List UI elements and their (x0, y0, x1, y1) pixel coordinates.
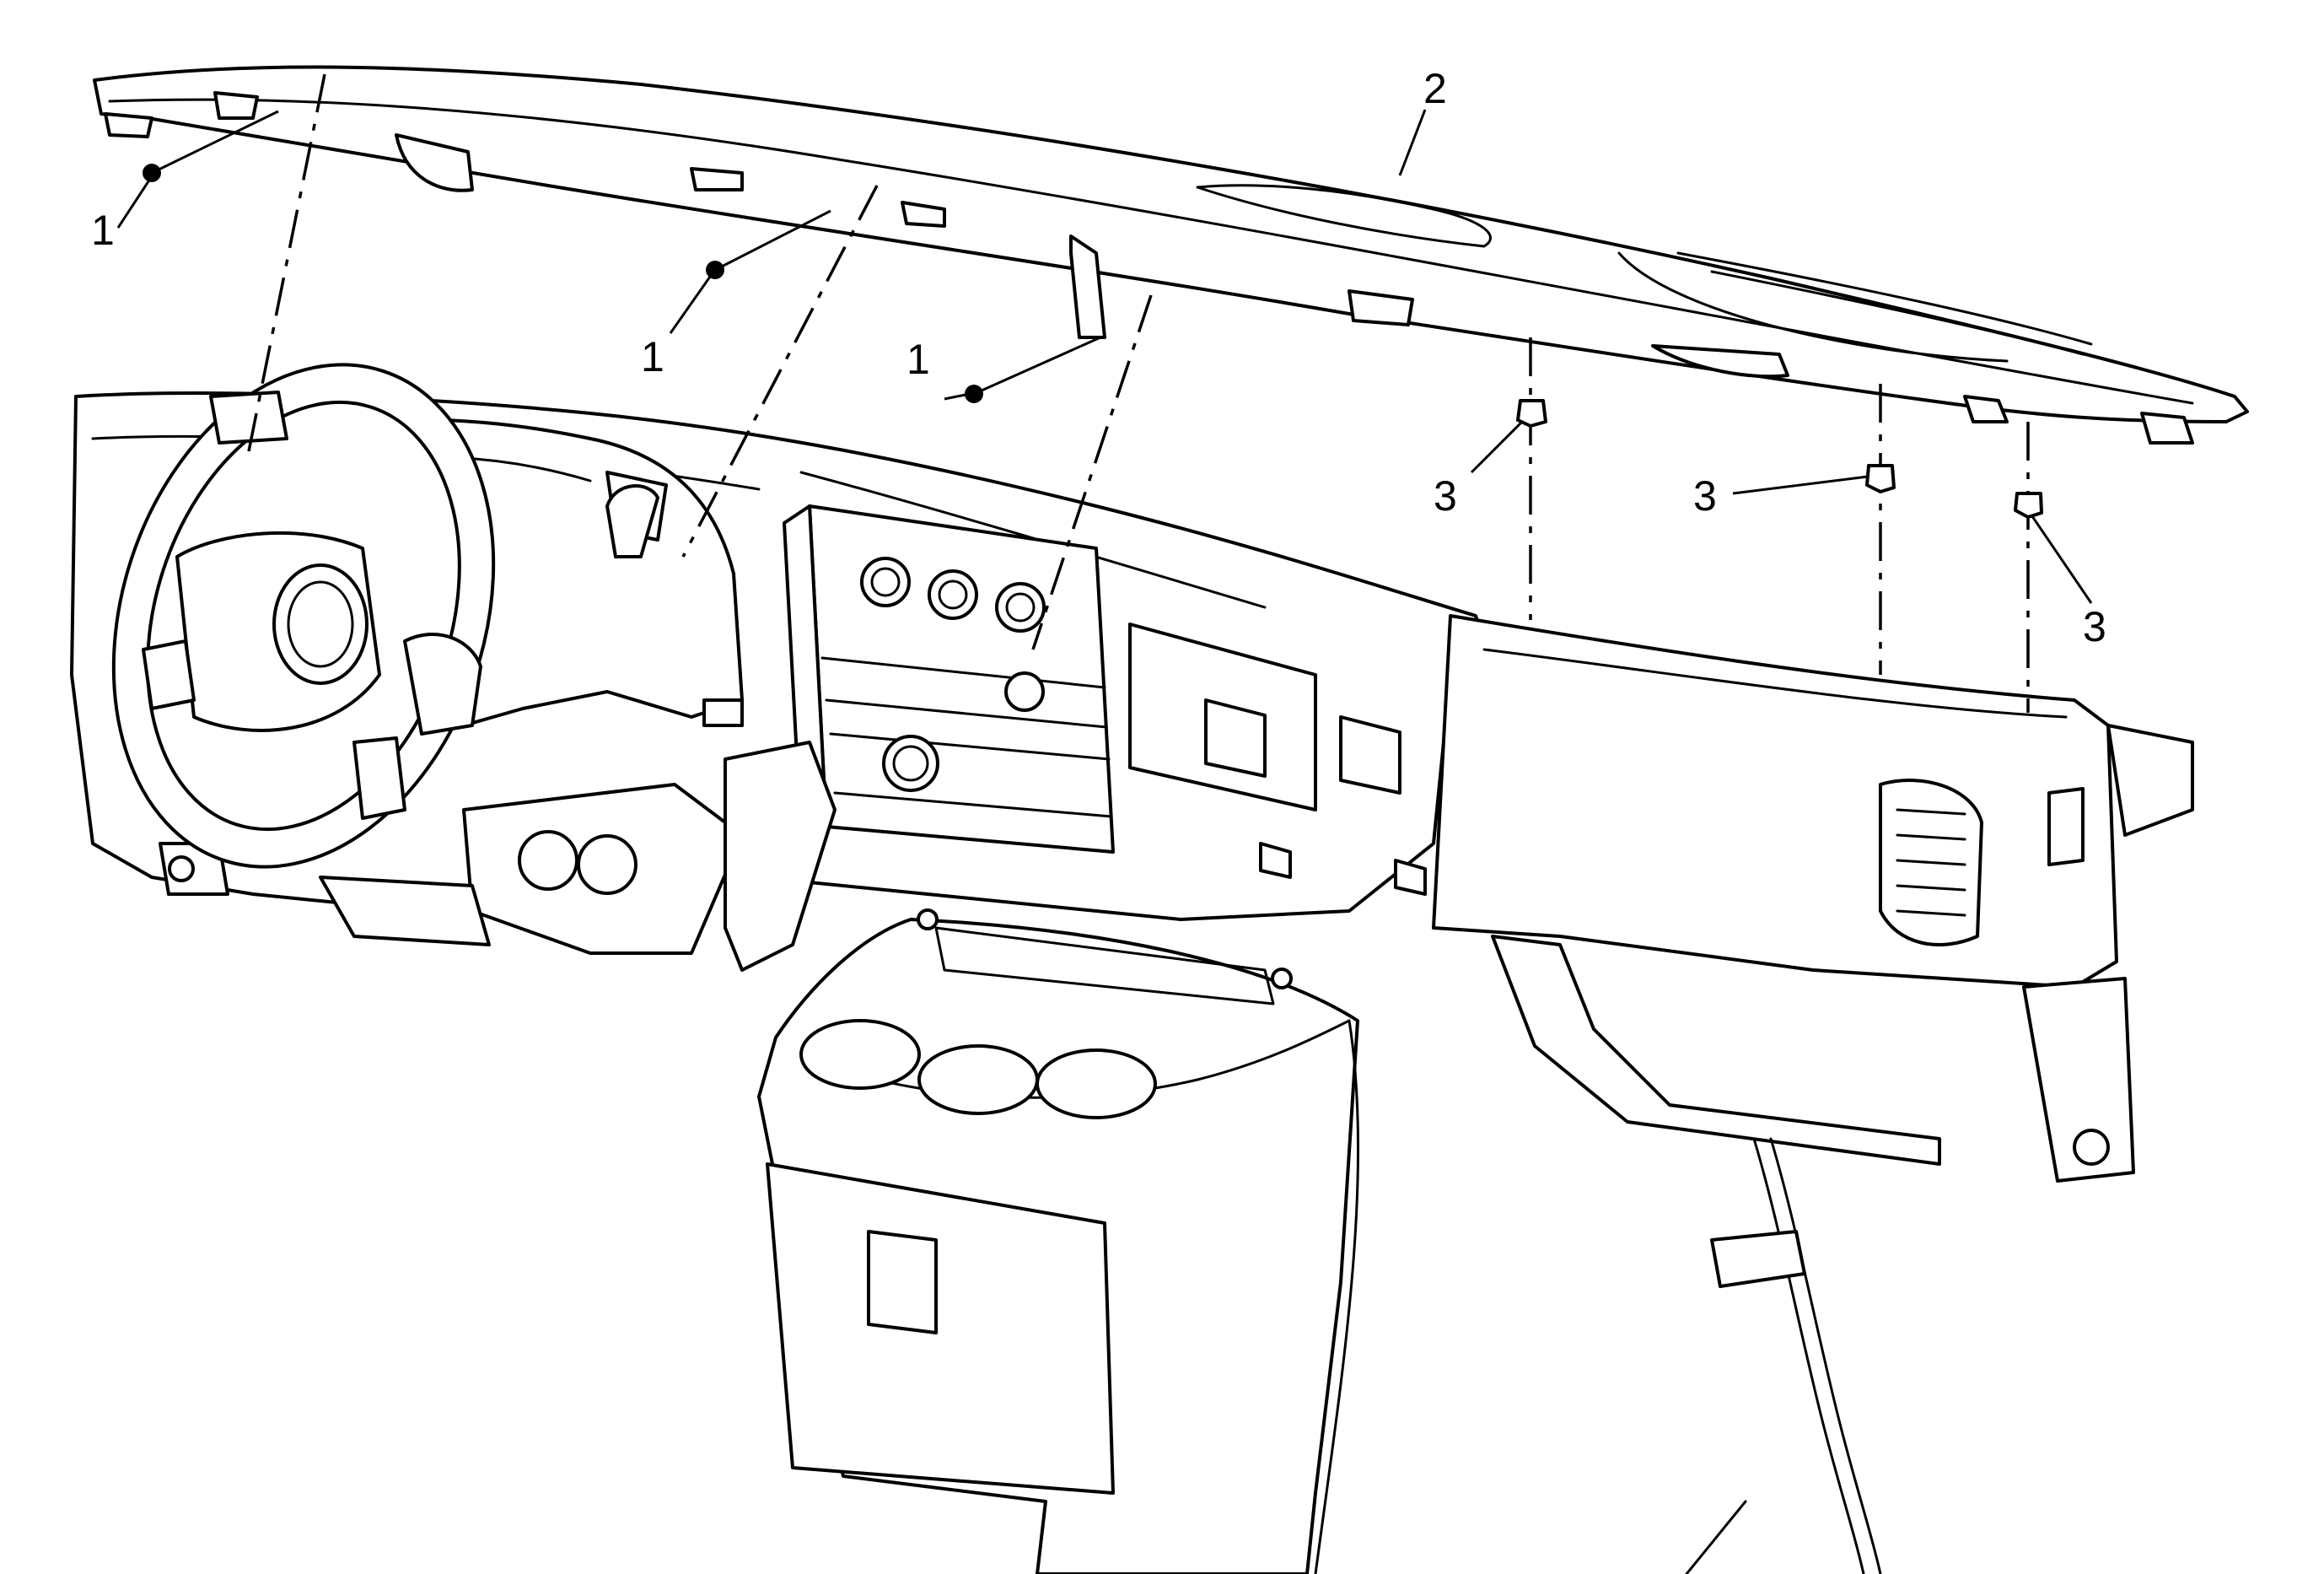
glove-box-assembly (1432, 614, 2194, 1183)
callout-clip-c: 3 (2083, 603, 2106, 650)
callout-fastener-a: 1 (91, 207, 115, 254)
floor-console (757, 908, 1360, 1574)
retainer-clip-a (1516, 399, 1547, 428)
callout-fastener-b: 1 (641, 333, 664, 380)
wiring-harness (1685, 1137, 1882, 1574)
alignment-line-mid (681, 185, 879, 558)
retainer-clip-b (1865, 464, 1896, 493)
alignment-line-left (247, 73, 326, 452)
steering-wheel (111, 363, 659, 869)
callout-clip-b: 3 (1693, 472, 1717, 520)
fasteners (143, 110, 1101, 403)
callout-fastener-c: 1 (906, 336, 930, 383)
upper-trim-panel (93, 65, 2249, 445)
callout-clip-a: 3 (1434, 472, 1457, 520)
left-lower-panel (319, 741, 837, 972)
retainer-clips (1516, 399, 2043, 519)
retainer-clip-c (2014, 492, 2043, 519)
center-stack-radio (783, 504, 1115, 854)
alignment-lines (247, 73, 2030, 713)
callout-leaders (116, 109, 2093, 604)
callout-upper-trim-panel: 2 (1423, 65, 1447, 112)
alignment-line-center (1031, 294, 1153, 650)
callout-labels: 1 1 1 2 3 3 3 (91, 65, 2106, 650)
